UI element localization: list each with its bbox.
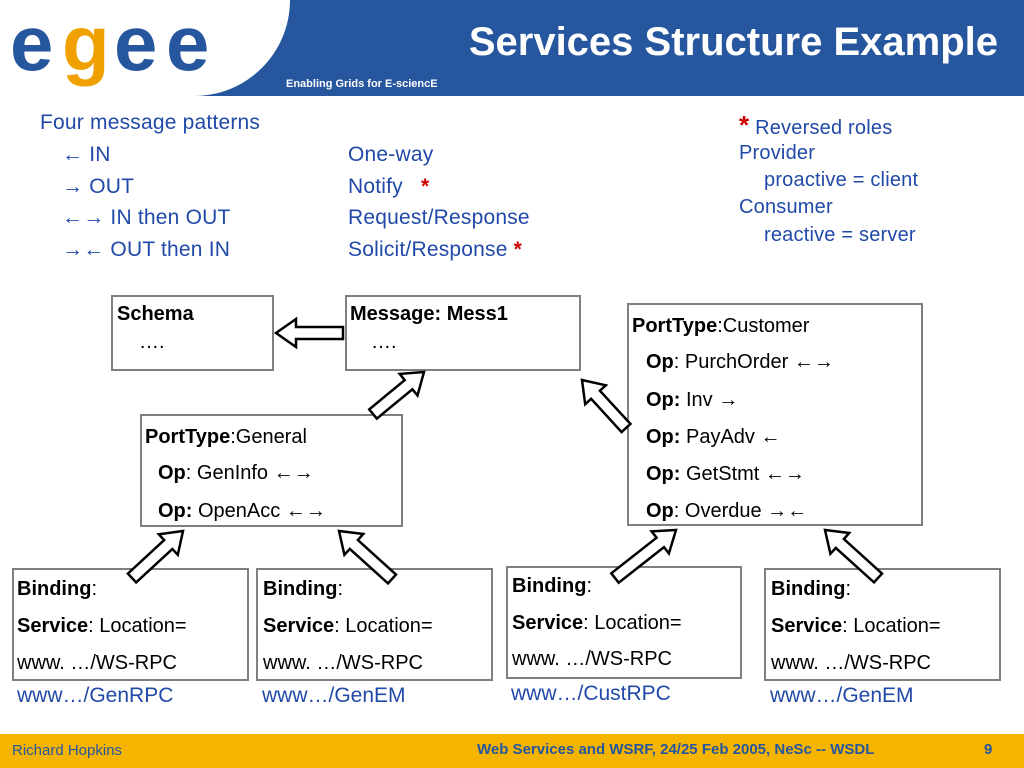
arrow-customer-to-message [580,378,633,434]
footer-author: Richard Hopkins [12,742,123,759]
footer-bar: Richard Hopkins Web Services and WSRF, 2… [0,734,1024,768]
roles-star: * [739,110,750,140]
binding-url-genrpc: www…/GenRPC [17,684,174,707]
pattern-dir-3: ←→ IN then OUT [62,206,231,229]
porttype-customer-op-3: Op: PayAdv ← [646,426,781,448]
binding-label: Binding: [263,578,343,600]
service-label: Service: Location= [771,615,941,637]
service-label: Service: Location= [263,615,433,637]
service-www: www. …/WS-RPC [512,648,672,670]
binding-box-genem-1: Binding: Service: Location= www. …/WS-RP… [256,568,493,681]
porttype-customer-box: PortType:Customer Op: PurchOrder ←→ Op: … [627,303,923,526]
pattern-name-2: Notify * [348,175,430,198]
service-www: www. …/WS-RPC [263,652,423,674]
svg-text:g: g [62,8,106,87]
porttype-general-op-1: Op: GenInfo ←→ [158,462,314,484]
schema-body: …. [139,331,165,353]
pattern-star-2: * [421,175,430,198]
roles-provider-desc: proactive = client [764,169,919,191]
svg-text:e: e [114,8,155,87]
service-label: Service: Location= [17,615,187,637]
arrow-general-to-message [367,370,426,421]
schema-title: Schema [117,303,194,325]
page-title: Services Structure Example [468,20,998,64]
binding-box-genrpc: Binding: Service: Location= www. …/WS-RP… [12,568,249,681]
logo-area: e g e e [0,0,290,96]
binding-url-genem-2: www…/GenEM [770,684,914,707]
arrow-binding3-to-customer [609,528,678,585]
porttype-customer-title: PortType:Customer [632,315,810,337]
page-subtitle: Enabling Grids for E-sciencE [286,78,438,90]
roles-consumer-desc: reactive = server [764,224,916,246]
porttype-general-title: PortType:General [145,426,307,448]
message-box: Message: Mess1 …. [345,295,581,371]
pattern-name-4: Solicit/Response * [348,238,523,261]
porttype-general-op-2: Op: OpenAcc ←→ [158,500,326,522]
binding-box-custrpc: Binding: Service: Location= www. …/WS-RP… [506,566,742,679]
pattern-dir-1: ← IN [62,143,111,166]
message-body: …. [371,331,397,353]
roles-consumer: Consumer [739,196,833,218]
porttype-customer-op-4: Op: GetStmt ←→ [646,463,805,485]
svg-text:e: e [166,8,207,87]
arrow-binding2-to-general [337,529,398,586]
binding-label: Binding: [771,578,851,600]
pattern-dir-2: → OUT [62,175,135,198]
porttype-general-box: PortType:General Op: GenInfo ←→ Op: Open… [140,414,403,527]
pattern-name-3: Request/Response [348,206,530,229]
header-bar: e g e e Services Structure Example Enabl… [0,0,1024,96]
service-www: www. …/WS-RPC [17,652,177,674]
egee-logo: e g e e [10,8,211,87]
porttype-customer-op-1: Op: PurchOrder ←→ [646,351,834,373]
schema-box: Schema …. [111,295,274,371]
arrow-binding1-to-general [126,529,185,585]
patterns-heading: Four message patterns [40,111,261,134]
roles-heading: * Reversed roles [739,110,893,140]
arrow-message-to-schema [273,316,345,350]
message-title: Message: Mess1 [350,303,508,325]
pattern-star-4: * [513,238,523,261]
footer-event: Web Services and WSRF, 24/25 Feb 2005, N… [477,741,875,758]
binding-url-custrpc: www…/CustRPC [511,682,671,705]
pattern-name-1: One-way [348,143,434,166]
binding-label: Binding: [512,575,592,597]
binding-box-genem-2: Binding: Service: Location= www. …/WS-RP… [764,568,1001,681]
svg-text:e: e [10,8,51,87]
service-www: www. …/WS-RPC [771,652,931,674]
porttype-customer-op-5: Op: Overdue →← [646,500,808,522]
service-label: Service: Location= [512,612,682,634]
arrow-binding4-to-customer [823,528,884,585]
binding-url-genem-1: www…/GenEM [262,684,406,707]
footer-page-number: 9 [984,741,993,758]
roles-provider: Provider [739,142,816,164]
porttype-customer-op-2: Op: Inv → [646,389,739,411]
binding-label: Binding: [17,578,97,600]
pattern-dir-4: →← OUT then IN [62,238,231,261]
